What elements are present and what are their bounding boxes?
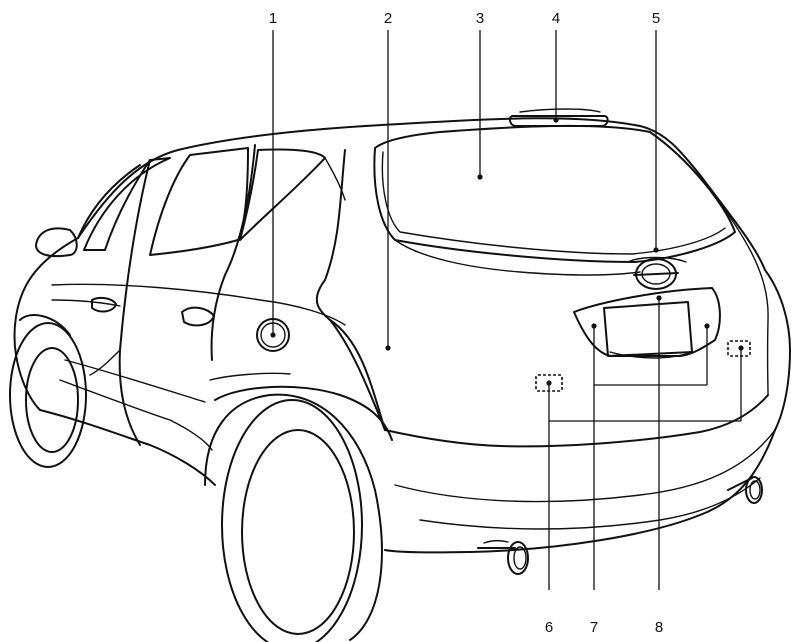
license-plate-area	[573, 287, 721, 359]
callout-leaders	[270, 30, 744, 590]
rear-emblem	[627, 256, 687, 290]
callout-3: 3	[476, 10, 484, 27]
callout-8: 8	[655, 619, 663, 636]
rear-wheel	[204, 372, 393, 642]
callout-4: 4	[552, 10, 560, 27]
callout-1: 1	[269, 10, 277, 27]
callout-2: 2	[384, 10, 392, 27]
exhaust-pipes	[477, 476, 763, 575]
callout-6: 6	[545, 619, 553, 636]
front-wheel	[9, 314, 87, 468]
rear-reflector-markers	[535, 340, 751, 392]
car-body	[13, 117, 791, 554]
rear-window	[373, 124, 736, 276]
callout-labels: 1 2 3 4 5 6 7 8	[269, 10, 663, 636]
high-mounted-stop-lamp	[508, 108, 609, 127]
callout-7: 7	[590, 619, 598, 636]
callout-5: 5	[652, 10, 660, 27]
